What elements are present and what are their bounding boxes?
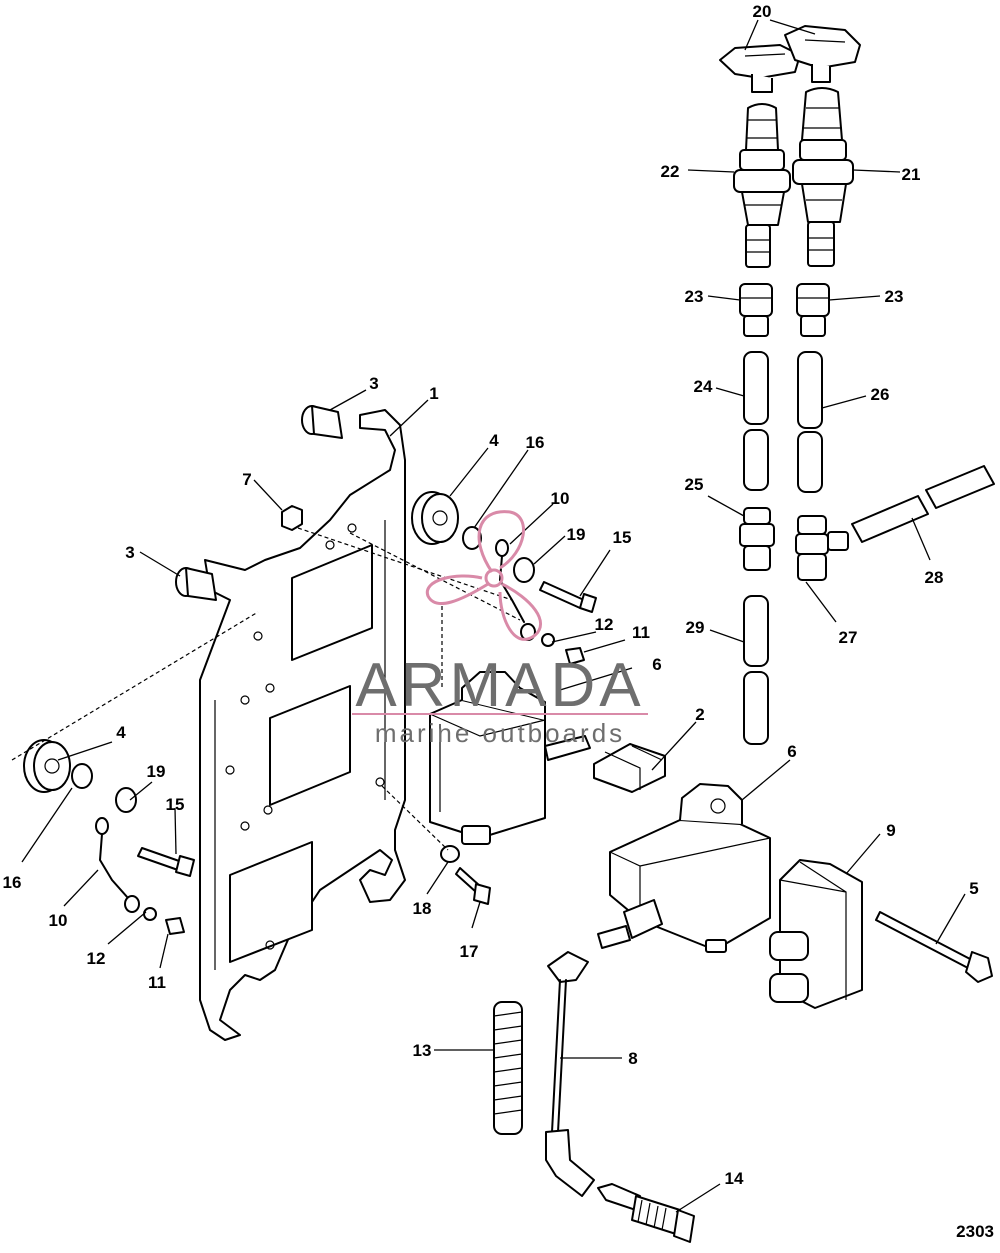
callout-26: 26	[871, 385, 890, 404]
watermark-brand: ARMADA	[355, 651, 644, 720]
callout-3-left: 3	[125, 543, 134, 562]
callout-16-left: 16	[3, 873, 22, 892]
part-hose-clamps	[719, 25, 861, 93]
callout-16-top: 16	[526, 433, 545, 452]
watermark: ARMADA marine outboards	[352, 510, 648, 748]
callout-28: 28	[925, 568, 944, 587]
part-fitting-right	[792, 87, 854, 267]
callout-2: 2	[695, 705, 704, 724]
callout-9: 9	[886, 821, 895, 840]
callout-3-top: 3	[369, 374, 378, 393]
part-long-bolt	[875, 911, 993, 983]
callout-12-left: 12	[87, 949, 106, 968]
callout-21: 21	[902, 165, 921, 184]
part-nut-washer-screw	[281, 505, 491, 905]
callout-25: 25	[685, 475, 704, 494]
callout-6-lower: 6	[787, 742, 796, 761]
callout-labels: 20 22 21 23 23 24 26 25 28 27 29 3 1 4 1…	[3, 2, 979, 1188]
part-clip	[593, 743, 666, 793]
part-ground-strap-fasteners	[95, 539, 597, 935]
part-spark-plug-lead	[545, 951, 595, 1197]
part-control-module	[769, 859, 863, 1009]
part-nuts	[739, 283, 830, 337]
callout-23-left: 23	[685, 287, 704, 306]
part-mounting-plate	[199, 409, 406, 1041]
callout-15-top: 15	[613, 528, 632, 547]
part-spark-plug	[597, 1183, 695, 1243]
assembly-dashed-lines	[11, 527, 521, 851]
part-hose-side	[851, 465, 995, 543]
callout-27: 27	[839, 628, 858, 647]
callout-1: 1	[429, 384, 438, 403]
callout-10-top: 10	[551, 489, 570, 508]
callout-13: 13	[413, 1041, 432, 1060]
callout-12-top: 12	[595, 615, 614, 634]
watermark-propeller-logo	[425, 510, 542, 641]
callout-5: 5	[969, 879, 978, 898]
callout-10-left: 10	[49, 911, 68, 930]
callout-7: 7	[242, 470, 251, 489]
part-fitting-left	[733, 103, 791, 268]
callout-20: 20	[753, 2, 772, 21]
part-connectors	[739, 507, 849, 581]
callout-29: 29	[686, 618, 705, 637]
callout-11-left: 11	[148, 973, 166, 992]
drawing-number: 2303	[956, 1222, 994, 1241]
callout-15-left: 15	[166, 795, 185, 814]
part-ignition-coil-lower	[597, 783, 771, 953]
callout-22: 22	[661, 162, 680, 181]
part-bushings	[175, 405, 343, 601]
callout-6-top: 6	[652, 655, 661, 674]
callout-19-left: 19	[147, 762, 166, 781]
callout-24: 24	[694, 377, 713, 396]
part-grommets-washers	[23, 491, 535, 813]
watermark-tagline: marine outboards	[375, 718, 625, 748]
part-ignition-coil-upper	[429, 671, 591, 845]
callout-4-top: 4	[489, 431, 499, 450]
leader-lines	[21, 19, 966, 1213]
part-sleeve	[493, 1001, 523, 1135]
callout-17: 17	[460, 942, 479, 961]
callout-8: 8	[628, 1049, 637, 1068]
callout-4-left: 4	[116, 723, 126, 742]
callout-19-top: 19	[567, 525, 586, 544]
callout-11-top: 11	[632, 623, 650, 642]
callout-23-right: 23	[885, 287, 904, 306]
part-hoses	[743, 351, 823, 745]
callout-14: 14	[725, 1169, 744, 1188]
callout-18: 18	[413, 899, 432, 918]
